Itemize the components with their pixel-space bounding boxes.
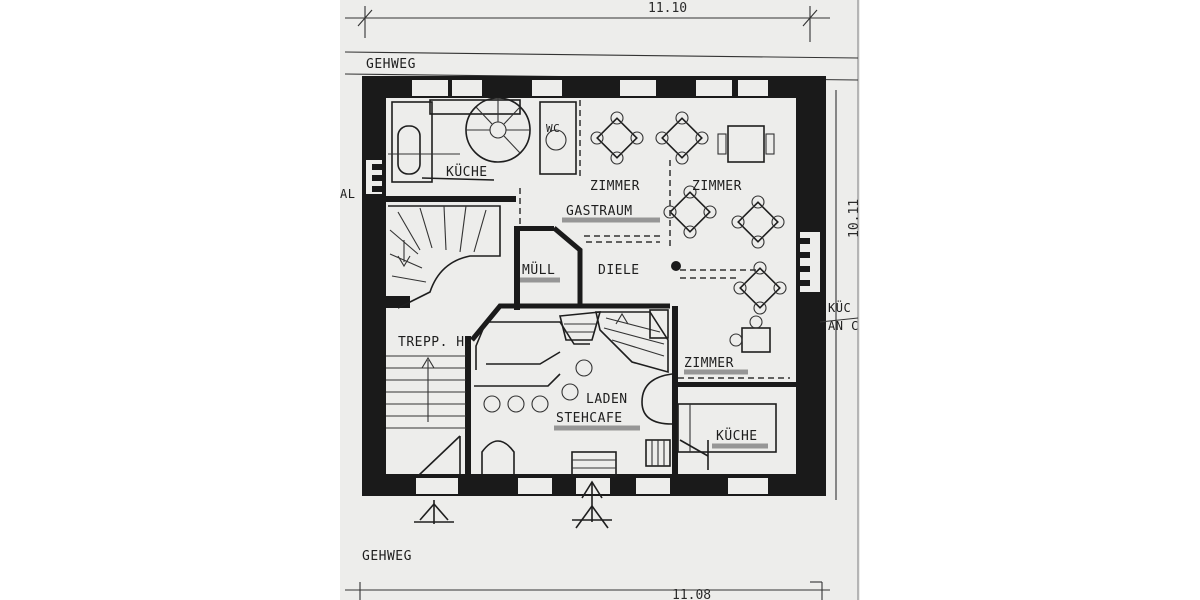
- room-label-kueche-top: KÜCHE: [446, 163, 488, 180]
- street-label-top: GEHWEG: [366, 57, 416, 72]
- right-dimension-label: 10.11: [847, 199, 862, 238]
- basement-stair: [595, 309, 669, 374]
- room-label-gastraum: GASTRAUM: [566, 204, 633, 219]
- room-label-zimmer-1: ZIMMER: [590, 179, 640, 194]
- room-label-stehcafe: STEHCAFE: [556, 411, 623, 426]
- exterior-walls: [362, 76, 826, 496]
- dining-tables: [590, 111, 787, 353]
- spiral-stair: [465, 97, 531, 163]
- wc-area: WC: [539, 100, 581, 176]
- top-dimension: 11.10: [344, 1, 859, 81]
- entrance: [414, 451, 617, 529]
- cafe-counter: [474, 311, 673, 474]
- room-label-wc: WC: [546, 122, 560, 135]
- main-staircase: [386, 205, 501, 477]
- room-label-treppenhaus: TREPP. H.: [398, 335, 473, 350]
- side-window-marks: [372, 164, 810, 286]
- room-label-diele: DIELE: [598, 263, 640, 278]
- room-label-laden: LADEN: [586, 392, 628, 407]
- dashed-partitions: [519, 160, 790, 379]
- room-label-zimmer-2: ZIMMER: [692, 179, 742, 194]
- paper-sheet: [340, 0, 860, 600]
- street-label-bottom: GEHWEG: [362, 549, 412, 564]
- room-label-kueche-bottom: KÜCHE: [716, 427, 758, 444]
- interior-walls: [386, 196, 796, 476]
- edge-fragment-right-2: AN C: [828, 319, 859, 333]
- right-dimension: 10.11: [835, 90, 862, 500]
- edge-fragment-right-1: KÜC: [828, 299, 851, 315]
- room-label-muell: MÜLL: [522, 261, 555, 278]
- kitchen-bottom: [645, 403, 777, 470]
- top-dimension-label: 11.10: [648, 1, 687, 16]
- edge-fragment-left: AL: [340, 187, 355, 201]
- bottom-dimension-label: 11.08: [672, 588, 711, 600]
- room-label-zimmer-3: ZIMMER: [684, 356, 734, 371]
- bottom-dimension: 11.08: [345, 581, 830, 600]
